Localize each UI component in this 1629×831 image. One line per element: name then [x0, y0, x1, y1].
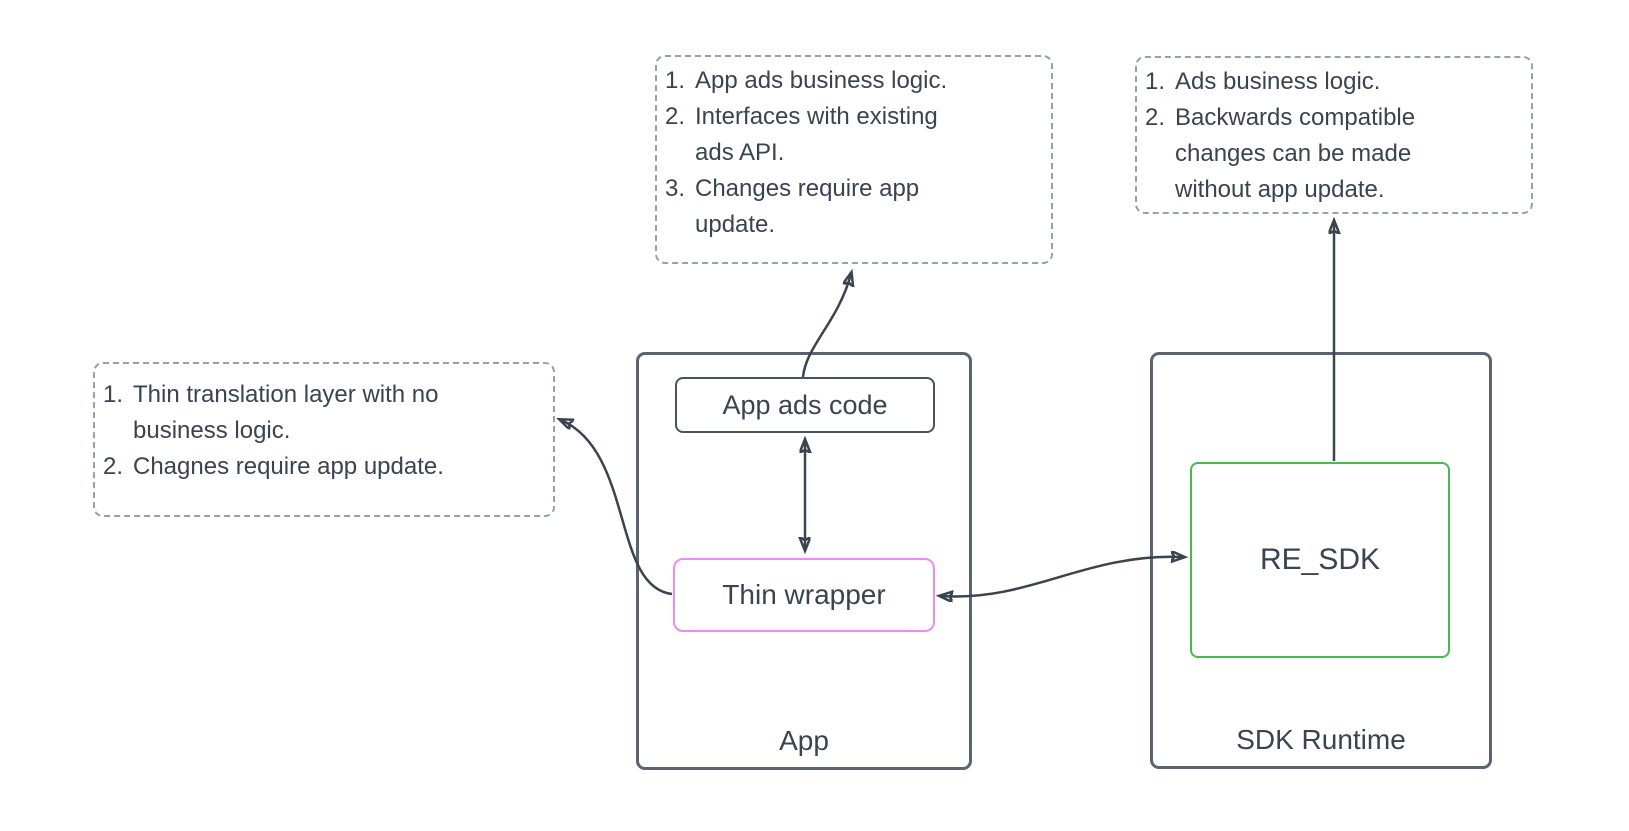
- note-thin-wrapper: 1. Thin translation layer with no busine…: [93, 362, 555, 517]
- container-sdk-runtime-label: SDK Runtime: [1236, 724, 1406, 755]
- node-thin-wrapper: Thin wrapper: [673, 558, 935, 632]
- note-item: 2. Interfaces with existing ads API.: [665, 99, 1043, 171]
- note-item-text: Changes require app update.: [695, 175, 920, 238]
- note-item: 1. Ads business logic.: [1145, 64, 1523, 100]
- note-item-text: Thin translation layer with no business …: [133, 381, 439, 444]
- note-item-number: 2.: [665, 103, 686, 130]
- node-re-sdk: RE_SDK: [1190, 462, 1450, 658]
- node-app-ads-code-label: App ads code: [722, 389, 888, 420]
- node-re-sdk-label: RE_SDK: [1259, 543, 1381, 576]
- note-item-text: Backwards compatible changes can be made…: [1175, 104, 1416, 203]
- note-item: 3. Changes require app update.: [665, 171, 1043, 243]
- note-item: 2. Chagnes require app update.: [103, 449, 545, 485]
- note-item: 1. Thin translation layer with no busine…: [103, 377, 545, 449]
- note-item-number: 3.: [665, 175, 686, 202]
- node-thin-wrapper-label: Thin wrapper: [722, 579, 886, 610]
- note-item: 1. App ads business logic.: [665, 63, 1043, 99]
- note-item-number: 2.: [103, 453, 124, 480]
- note-item-number: 1.: [1145, 68, 1166, 95]
- note-item-text: Interfaces with existing ads API.: [695, 103, 938, 166]
- note-item: 2. Backwards compatible changes can be m…: [1145, 100, 1523, 208]
- note-item-text: App ads business logic.: [695, 67, 948, 94]
- container-app-label: App: [779, 725, 829, 756]
- note-item-number: 1.: [103, 381, 124, 408]
- arrow-thin-wrapper-re-sdk: [941, 557, 1183, 597]
- node-app-ads-code: App ads code: [675, 377, 935, 433]
- note-re-sdk: 1. Ads business logic. 2. Backwards comp…: [1135, 56, 1533, 214]
- note-item-text: Chagnes require app update.: [133, 453, 444, 480]
- note-app-ads-code: 1. App ads business logic. 2. Interfaces…: [655, 55, 1053, 264]
- note-item-number: 1.: [665, 67, 686, 94]
- note-item-text: Ads business logic.: [1175, 68, 1381, 95]
- note-item-number: 2.: [1145, 104, 1166, 131]
